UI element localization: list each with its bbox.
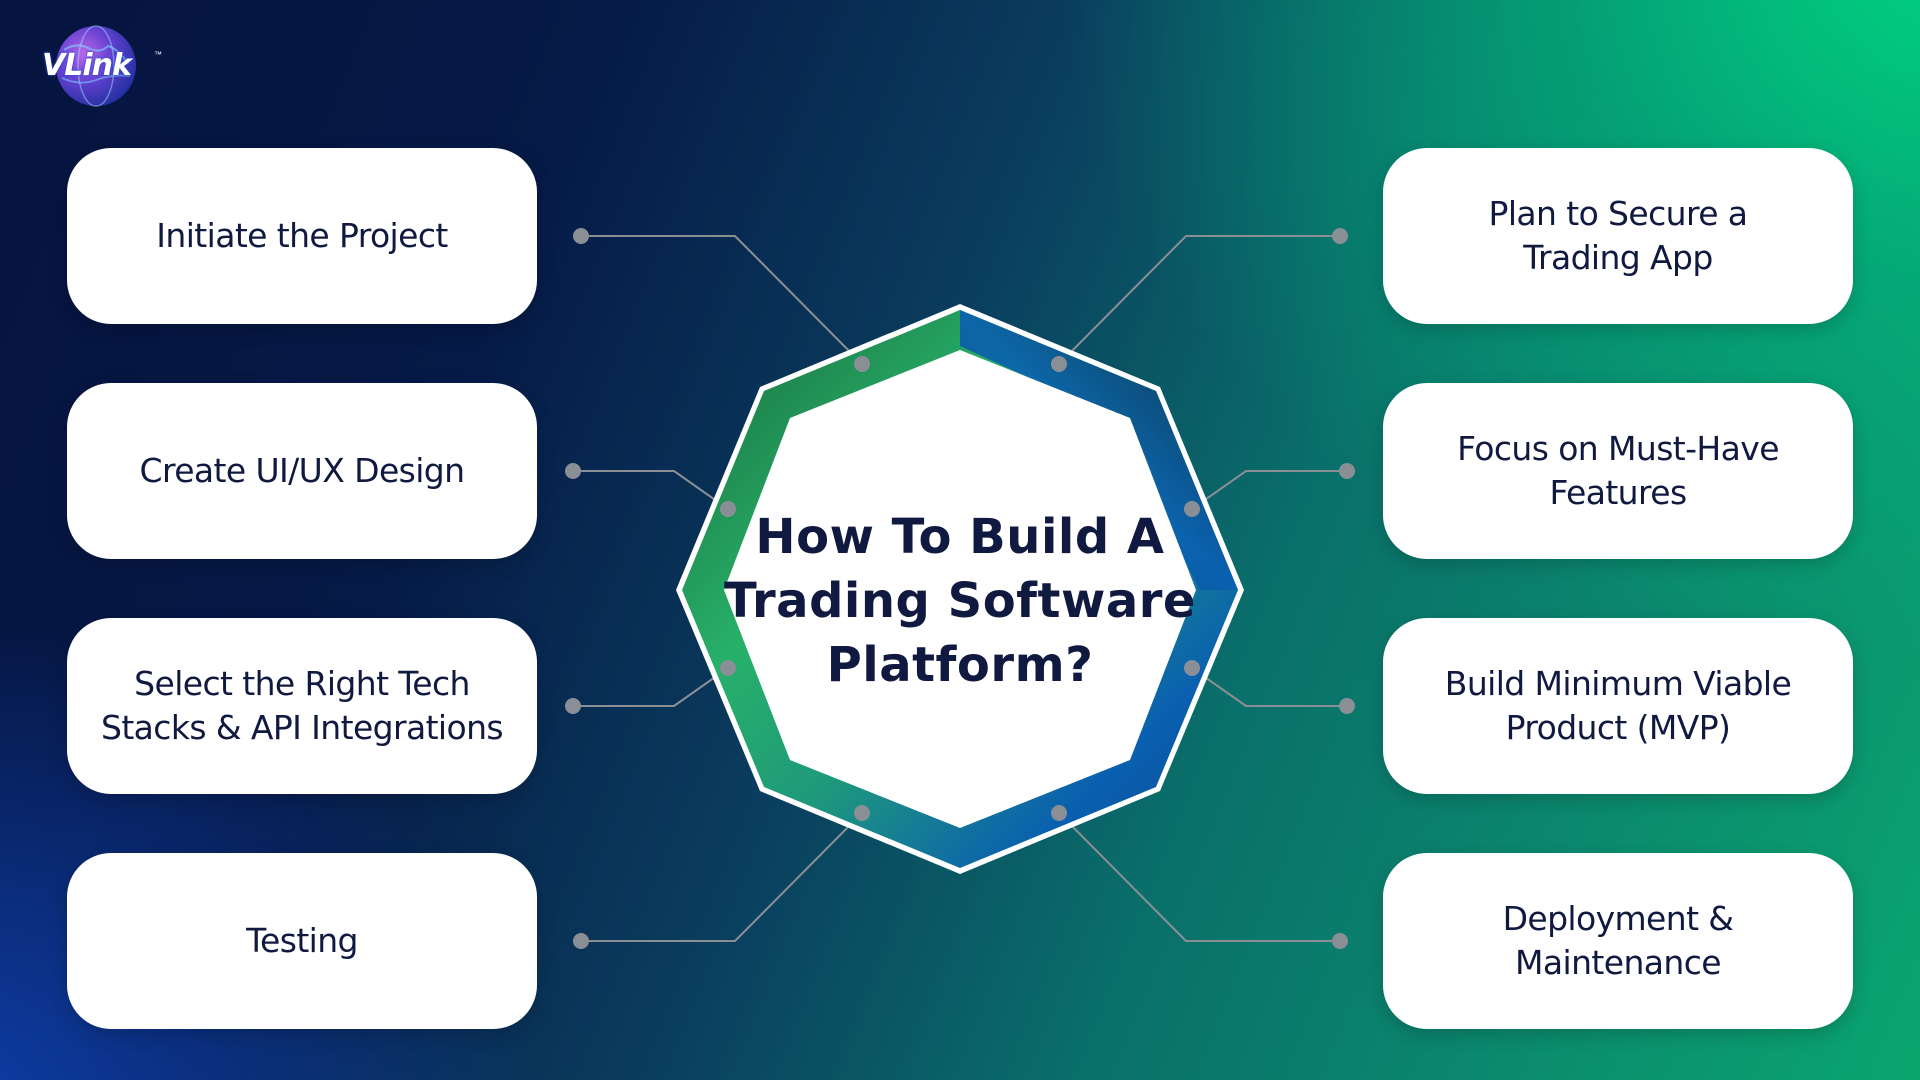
dot-icon [1339,698,1355,714]
step-ui-ux-design: Create UI/UX Design [67,383,537,559]
step-must-have-features: Focus on Must-Have Features [1383,383,1853,559]
dot-icon [720,660,736,676]
step-deployment-maintenance: Deployment & Maintenance [1383,853,1853,1029]
diagram-title: How To Build A Trading Software Platform… [724,509,1196,693]
dot-icon [573,228,589,244]
dot-icon [1332,933,1348,949]
step-label: Create UI/UX Design [139,451,466,490]
connector-right-1 [1058,235,1340,365]
logo-wordmark: VLink [42,48,132,83]
connector-right-4 [1058,812,1340,942]
connector-left-3 [573,667,729,707]
step-build-mvp: Build Minimum Viable Product (MVP) [1383,618,1853,794]
dot-icon [573,933,589,949]
step-label: Plan to Secure a Trading App [1488,194,1748,277]
globe-logo-icon [56,25,136,107]
step-initiate-project: Initiate the Project [67,148,537,324]
dot-icon [1184,660,1200,676]
step-testing: Testing [67,853,537,1029]
vlink-logo: VLink ™ [36,20,176,112]
step-secure-app: Plan to Secure a Trading App [1383,148,1853,324]
dot-icon [854,356,870,372]
connector-nodes [565,228,1355,949]
dot-icon [565,698,581,714]
dot-icon [1184,501,1200,517]
connector-left-4 [581,812,863,942]
step-tech-stacks: Select the Right Tech Stacks & API Integ… [67,618,537,794]
dot-icon [854,805,870,821]
step-label: Select the Right Tech Stacks & API Integ… [101,664,504,747]
step-label: Testing [246,921,358,960]
step-label: Initiate the Project [156,216,448,255]
connector-right-2 [1191,470,1347,510]
octagon-inner [724,350,1196,828]
connector-paths [573,235,1347,942]
dot-icon [1339,463,1355,479]
connector-left-2 [573,470,729,510]
dot-icon [1332,228,1348,244]
logo-trademark: ™ [154,50,162,59]
step-label: Build Minimum Viable Product (MVP) [1444,664,1792,747]
step-label: Focus on Must-Have Features [1457,429,1779,512]
connector-right-3 [1191,667,1347,707]
connector-left-1 [581,235,863,365]
step-label: Deployment & Maintenance [1502,899,1734,982]
dot-icon [565,463,581,479]
dot-icon [1051,805,1067,821]
dot-icon [1051,356,1067,372]
dot-icon [720,501,736,517]
